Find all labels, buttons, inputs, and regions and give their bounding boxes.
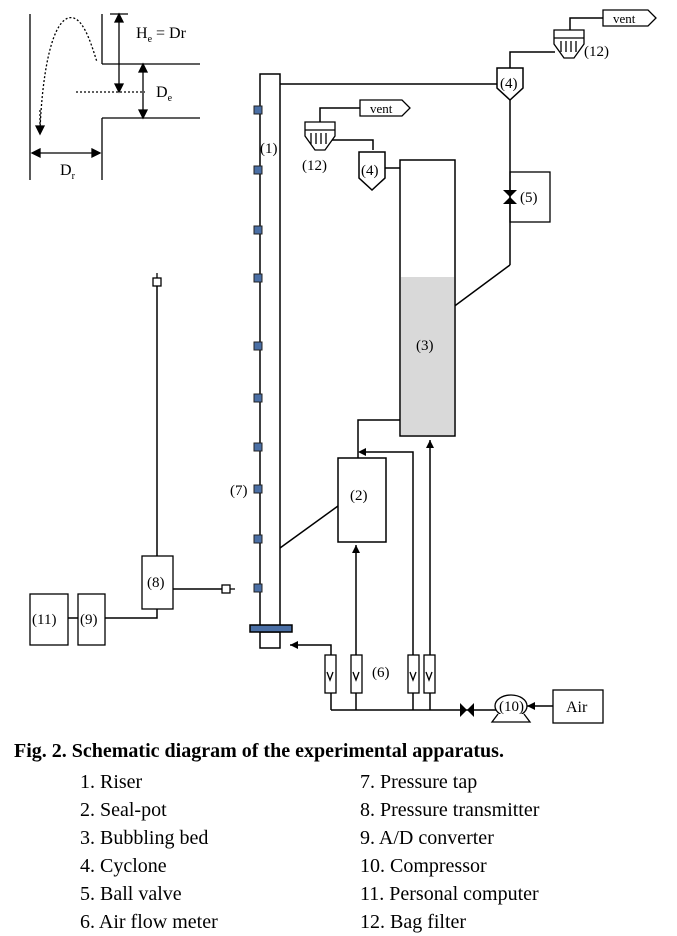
legend-right: 7. Pressure tap 8. Pressure transmitter … (360, 768, 539, 936)
label-pressure-tap: (7) (230, 483, 248, 499)
label-cyclone-top: (4) (500, 76, 518, 92)
cyclone-top (496, 67, 524, 102)
ad-converter (77, 593, 106, 646)
legend-item: 5. Ball valve (80, 883, 182, 905)
legend-item: 7. Pressure tap (360, 771, 478, 793)
vent-tag-top (602, 9, 657, 27)
air-supply-box (552, 689, 604, 724)
label-personal-computer: (11) (32, 612, 56, 628)
air-flow-meters (324, 654, 436, 694)
label-bag-filter-top: (12) (584, 44, 609, 60)
label-pressure-transmitter: (8) (147, 575, 165, 591)
bubbling-bed (399, 159, 456, 437)
riser-exit-inset (29, 12, 200, 180)
legend-item: 11. Personal computer (360, 883, 539, 905)
cyclone-mid (358, 151, 386, 192)
pressure-probe-side (221, 584, 235, 594)
figure-caption: Fig. 2. Schematic diagram of the experim… (14, 740, 504, 762)
pressure-taps (253, 105, 263, 593)
bag-filter-top (553, 29, 585, 59)
label-bubbling-bed: (3) (416, 338, 434, 354)
legend-item: 8. Pressure transmitter (360, 799, 540, 821)
air-line-valve-icon (460, 703, 474, 717)
label-riser: (1) (260, 141, 278, 157)
legend-item: 3. Bubbling bed (80, 827, 209, 849)
label-bag-filter-mid: (12) (302, 158, 327, 174)
label-air-flow-meter: (6) (372, 665, 390, 681)
label-seal-pot: (2) (350, 488, 368, 504)
label-vent-top: vent (613, 11, 636, 26)
legend-item: 10. Compressor (360, 855, 487, 877)
riser (249, 73, 293, 649)
vent-tag-mid (359, 99, 411, 117)
label-ad-converter: (9) (80, 612, 98, 628)
compressor (490, 694, 532, 723)
label-vent-mid: vent (370, 101, 393, 116)
legend-item: 9. A/D converter (360, 827, 494, 849)
pressure-transmitter (141, 555, 174, 610)
flow-arrows (290, 440, 535, 710)
label-air: Air (566, 699, 588, 716)
apparatus-diagram: He = Dr De Dr (29, 9, 657, 724)
label-compressor: (10) (499, 699, 524, 715)
legend-item: 12. Bag filter (360, 911, 467, 933)
label-cyclone-mid: (4) (361, 163, 379, 179)
bag-filter-mid (304, 121, 336, 151)
inset-he-label: He = Dr (136, 25, 187, 45)
legend-left: 1. Riser 2. Seal-pot 3. Bubbling bed 4. … (80, 768, 218, 936)
legend-item: 1. Riser (80, 771, 143, 793)
inset-dr-label: Dr (60, 162, 76, 182)
legend-item: 2. Seal-pot (80, 799, 167, 821)
personal-computer (29, 593, 69, 646)
ball-valve-icon (503, 190, 517, 204)
label-ball-valve: (5) (520, 190, 538, 206)
legend-item: 6. Air flow meter (80, 911, 218, 933)
pressure-probe-top (152, 273, 162, 287)
seal-pot (337, 457, 387, 543)
legend-item: 4. Cyclone (80, 855, 167, 877)
inset-de-label: De (156, 84, 173, 104)
